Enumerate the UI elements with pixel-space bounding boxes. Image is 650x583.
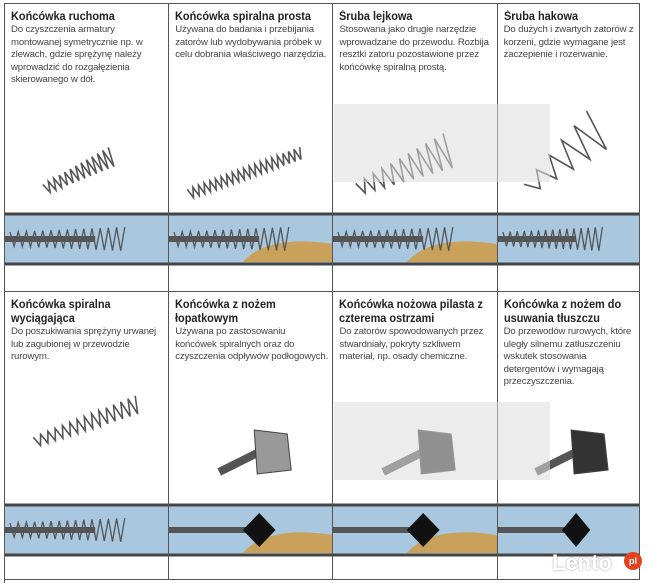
tool-illustration bbox=[169, 147, 333, 266]
lento-logo: Lento bbox=[552, 550, 612, 575]
tool-illustration bbox=[333, 133, 497, 266]
tool-description: Do zatorów spowodowanych przez stwardnia… bbox=[339, 326, 484, 363]
tool-description: Używana do badania i przebijania zatorów… bbox=[175, 24, 327, 61]
tool-description: Do poszukiwania sprężyny urwanej lub zag… bbox=[11, 326, 157, 363]
tool-illustration bbox=[497, 429, 639, 557]
watermark-logo bbox=[334, 104, 550, 182]
tool-blade bbox=[253, 429, 292, 475]
spring-in-pipe bbox=[9, 517, 126, 542]
tool-title: Końcówka z nożem łopatkowym bbox=[175, 299, 276, 325]
pipe-debris bbox=[243, 532, 333, 553]
lento-badge: pl bbox=[624, 552, 642, 570]
spring-in-pipe bbox=[502, 226, 603, 251]
watermark-logo bbox=[334, 402, 550, 480]
spring-in-pipe bbox=[337, 226, 454, 251]
tool-blade-in-pipe bbox=[407, 513, 441, 547]
tool-title: Końcówka spiralna wyciągająca bbox=[11, 299, 111, 325]
spring-in-pipe bbox=[173, 226, 290, 251]
tool-title: Końcówka ruchoma bbox=[11, 11, 115, 23]
tool-description: Do przewodów rurowych, które uległy siln… bbox=[503, 326, 632, 388]
tool-title: Śruba lejkowa bbox=[339, 11, 413, 23]
tool-description: Do czyszczenia armatury montowanej symet… bbox=[11, 24, 143, 86]
tool-title: Końcówka nożowa pilasta z czterema ostrz… bbox=[339, 299, 484, 325]
tool-illustration bbox=[497, 110, 639, 266]
tool-illustration bbox=[169, 429, 333, 557]
spring-tool bbox=[42, 147, 115, 195]
pipe-debris bbox=[243, 241, 333, 262]
spring-in-pipe bbox=[9, 226, 126, 251]
tool-description: Używana po zastosowaniu końcówek spiraln… bbox=[175, 326, 329, 363]
tool-illustration bbox=[5, 395, 169, 557]
pipe-debris bbox=[407, 532, 497, 553]
tool-shank bbox=[217, 448, 262, 476]
tool-title: Śruba hakowa bbox=[503, 11, 578, 23]
pipe-debris bbox=[407, 241, 497, 262]
tool-description: Do dużych i zwartych zatorów z korzeni, … bbox=[503, 24, 634, 61]
spring-tool bbox=[186, 147, 303, 201]
tool-illustration bbox=[5, 147, 169, 266]
tool-blade bbox=[570, 429, 609, 475]
tool-title: Końcówka z nożem do usuwania tłuszczu bbox=[503, 299, 621, 325]
next-row-edge bbox=[4, 577, 641, 583]
spring-tool bbox=[32, 395, 139, 448]
tool-description: Stosowana jako drugie narzędzie wprowadz… bbox=[339, 24, 489, 73]
tool-title: Końcówka spiralna prosta bbox=[175, 11, 312, 23]
tool-blade-in-pipe bbox=[243, 513, 276, 547]
